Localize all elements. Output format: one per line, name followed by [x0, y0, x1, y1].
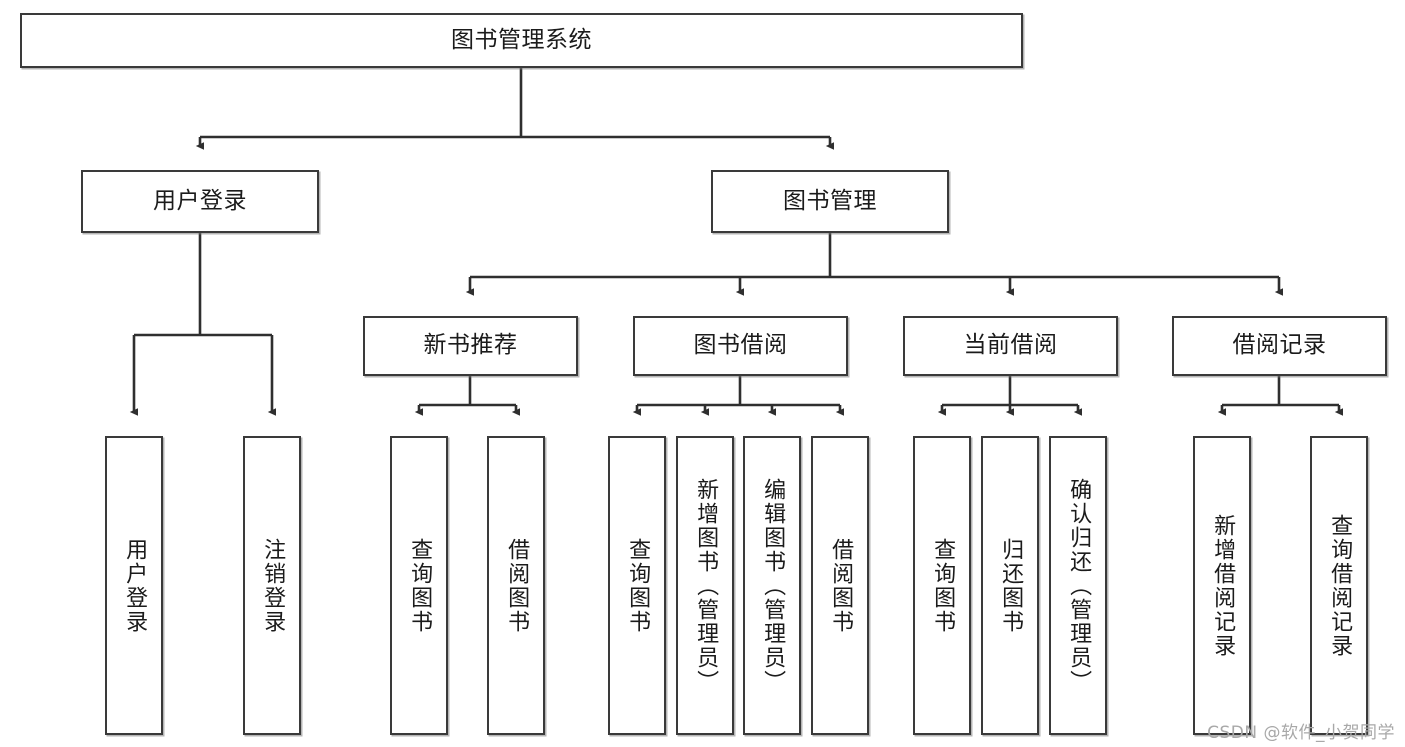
node-label: 当前借阅	[963, 332, 1058, 359]
node-new-book-recommend[interactable]: 新书推荐	[363, 316, 578, 376]
node-label: 注销登录	[260, 537, 286, 634]
node-user-login[interactable]: 用户登录	[81, 170, 319, 233]
csdn-watermark: CSDN @软件_小贺同学	[1207, 723, 1395, 743]
node-label: 新增图书（管理员）	[693, 477, 719, 694]
node-label: 借阅图书	[504, 537, 530, 634]
node-book-management[interactable]: 图书管理	[711, 170, 949, 233]
node-label: 归还图书	[998, 537, 1024, 634]
node-leaf-current-confirm-return[interactable]: 确认归还（管理员）	[1049, 436, 1107, 735]
node-label: 借阅记录	[1232, 332, 1327, 359]
node-label: 用户登录	[153, 187, 247, 214]
node-borrow-record[interactable]: 借阅记录	[1172, 316, 1387, 376]
node-leaf-record-add-record[interactable]: 新增借阅记录	[1193, 436, 1251, 735]
node-leaf-borrow-lend-book[interactable]: 借阅图书	[811, 436, 869, 735]
node-leaf-user-login[interactable]: 用户登录	[105, 436, 163, 735]
node-label: 借阅图书	[828, 537, 854, 634]
node-label: 图书管理系统	[451, 26, 592, 53]
node-leaf-recommend-query-book[interactable]: 查询图书	[390, 436, 448, 735]
node-label: 确认归还（管理员）	[1066, 477, 1092, 694]
node-root-book-management-system[interactable]: 图书管理系统	[20, 13, 1023, 68]
node-leaf-borrow-edit-book[interactable]: 编辑图书（管理员）	[743, 436, 801, 735]
node-label: 查询借阅记录	[1327, 513, 1353, 658]
node-label: 编辑图书（管理员）	[760, 477, 786, 694]
node-leaf-current-return-book[interactable]: 归还图书	[981, 436, 1039, 735]
node-label: 新增借阅记录	[1210, 513, 1236, 658]
node-leaf-borrow-query-book[interactable]: 查询图书	[608, 436, 666, 735]
node-label: 图书借阅	[693, 332, 788, 359]
node-leaf-current-query-book[interactable]: 查询图书	[913, 436, 971, 735]
node-book-borrow[interactable]: 图书借阅	[633, 316, 848, 376]
node-current-borrow[interactable]: 当前借阅	[903, 316, 1118, 376]
node-leaf-record-query-record[interactable]: 查询借阅记录	[1310, 436, 1368, 735]
node-leaf-borrow-add-book[interactable]: 新增图书（管理员）	[676, 436, 734, 735]
node-label: 查询图书	[407, 537, 433, 634]
node-label: 查询图书	[930, 537, 956, 634]
node-leaf-recommend-borrow-book[interactable]: 借阅图书	[487, 436, 545, 735]
node-leaf-logout[interactable]: 注销登录	[243, 436, 301, 735]
node-label: 用户登录	[122, 537, 148, 634]
node-label: 图书管理	[783, 187, 877, 214]
node-label: 查询图书	[625, 537, 651, 634]
node-label: 新书推荐	[423, 332, 518, 359]
